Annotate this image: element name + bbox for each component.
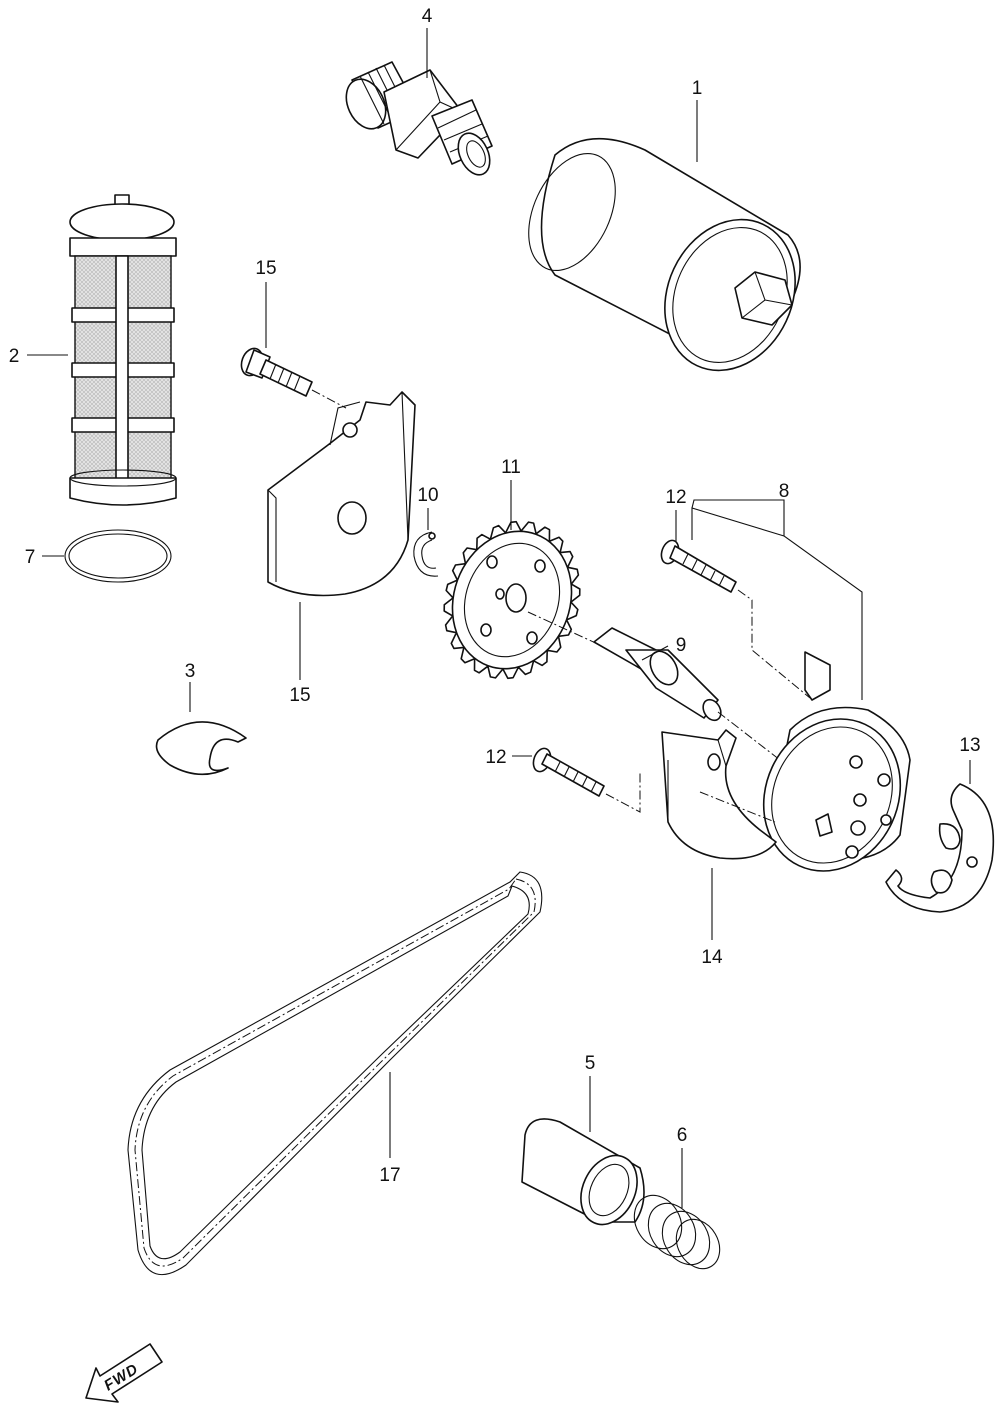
chain-17-part: [127, 871, 543, 1275]
callout-3: 3: [185, 661, 196, 682]
callout-1: 1: [692, 78, 703, 99]
callout-12b: 12: [485, 747, 506, 768]
circlip-10-part: [413, 531, 439, 577]
screw-12a-part: [660, 539, 811, 699]
bolt-16-part: [240, 347, 347, 409]
leader-8: [691, 499, 863, 700]
fwd-arrow-icon: [85, 1343, 163, 1403]
callout-17: 17: [379, 1165, 400, 1186]
cover-15-part: [267, 391, 416, 597]
spring-6-part: [633, 1194, 721, 1270]
leader-9: [641, 645, 669, 661]
callout-12a: 12: [665, 487, 686, 508]
union-fitting-part: [345, 61, 493, 176]
callout-5: 5: [585, 1053, 596, 1074]
o-ring-part: [64, 529, 172, 583]
oil-filter-part: [528, 137, 801, 372]
callout-16: 15: [255, 258, 276, 279]
callout-11: 11: [501, 457, 521, 478]
leader-lines: [27, 28, 971, 1208]
fwd-direction-badge: FWD: [85, 1343, 163, 1403]
callout-6: 6: [677, 1125, 688, 1146]
bracket-14-part: [661, 729, 777, 860]
strainer-screen-part: [69, 194, 177, 506]
sprocket-11-part: [443, 520, 581, 680]
callout-7: 7: [25, 547, 36, 568]
sleeve-5-part: [521, 1118, 645, 1226]
callout-10: 10: [417, 485, 438, 506]
callout-4: 4: [422, 6, 433, 27]
callout-13: 13: [959, 735, 980, 756]
callout-labels: 4 1 2 7 15 15 3 10 11 9 12 8 12 13 14 17…: [9, 6, 981, 1186]
crescent-3-part: [155, 721, 247, 776]
callout-14: 14: [701, 947, 723, 968]
callout-15: 15: [289, 685, 310, 706]
callout-8: 8: [779, 481, 790, 502]
callout-2: 2: [9, 346, 20, 367]
callout-9: 9: [676, 635, 687, 656]
screw-12b-part: [532, 747, 641, 813]
oil-pump-8-part: [762, 651, 911, 872]
gasket-13-part: [885, 783, 995, 913]
